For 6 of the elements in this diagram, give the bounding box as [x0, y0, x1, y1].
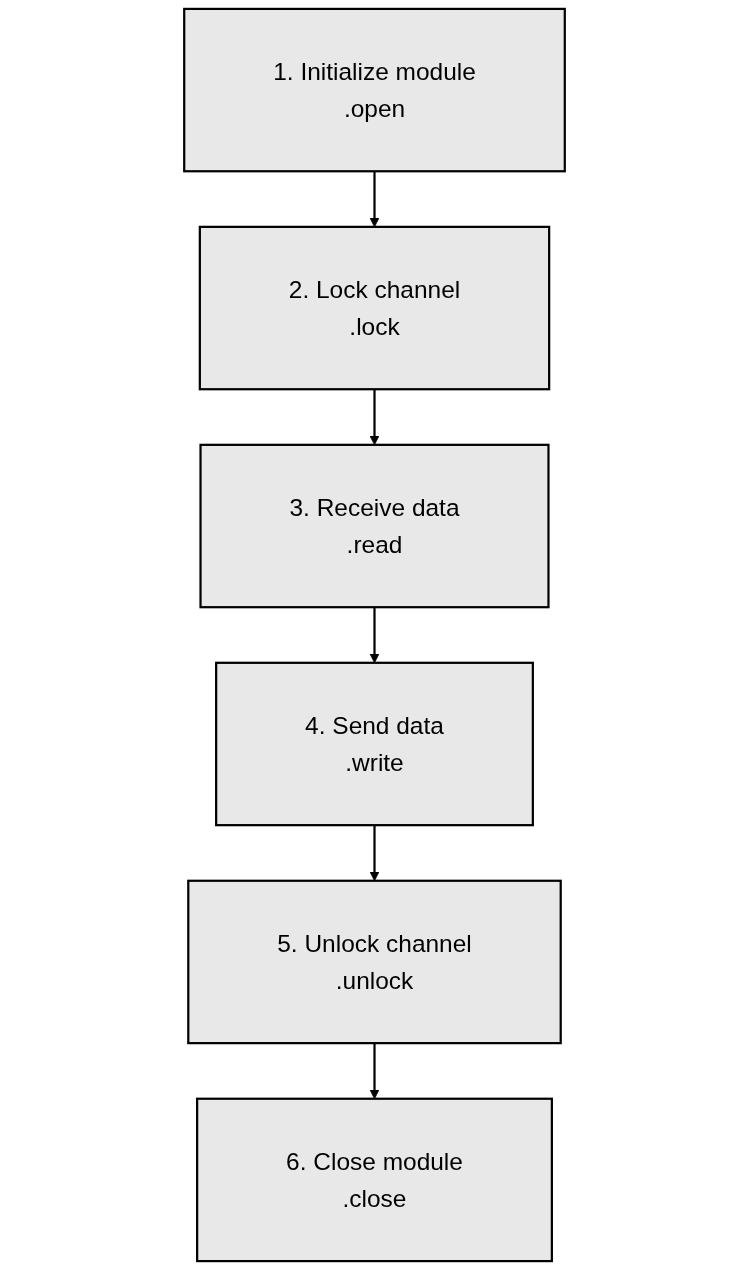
node-box: 2. Lock channel .lock: [198, 225, 551, 391]
node-box: 4. Send data .write: [215, 661, 534, 827]
node-box: 6. Close module .close: [196, 1097, 553, 1263]
node-box: 5. Unlock channel .unlock: [187, 879, 562, 1045]
node-box: 3. Receive data .read: [199, 443, 550, 609]
node-box: 1. Initialize module .open: [183, 7, 566, 173]
